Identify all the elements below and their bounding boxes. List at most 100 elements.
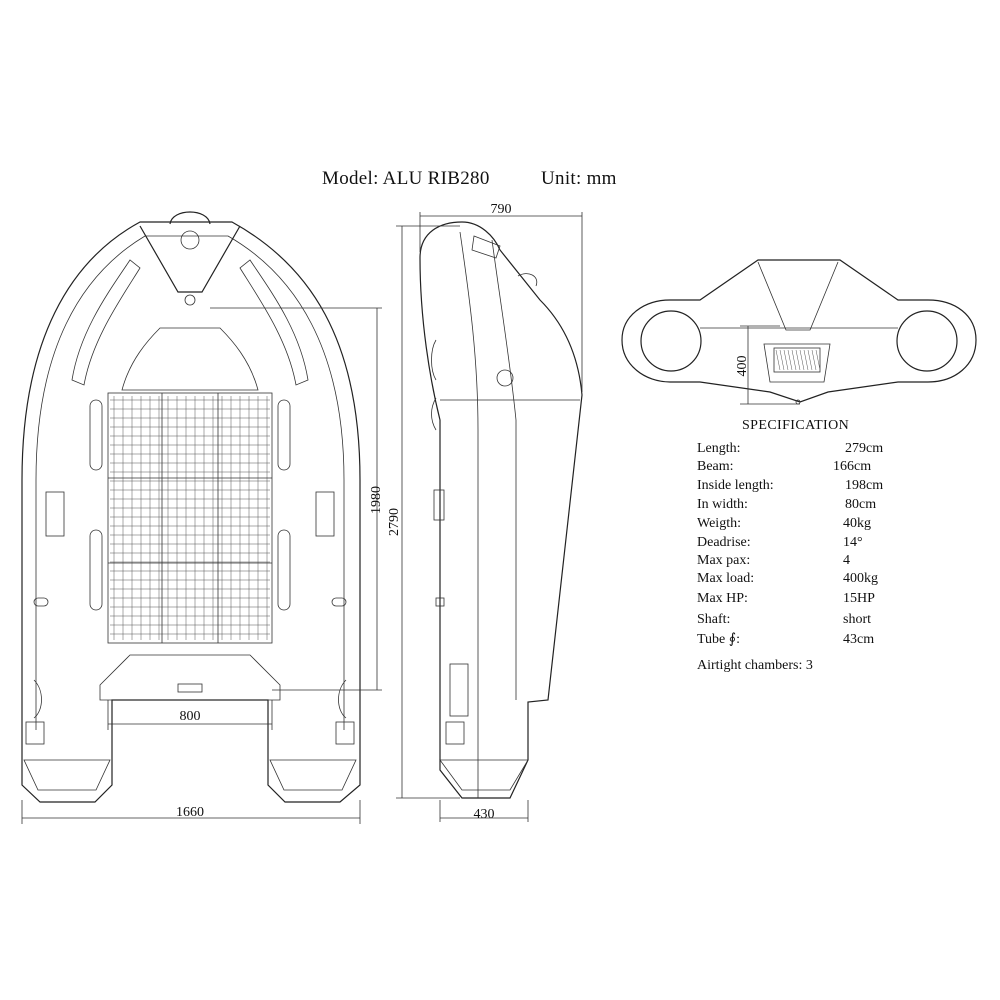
spec-row: Inside length: 198cm [697,477,927,495]
grille-hatch-line [811,349,817,371]
fitting-right [331,597,347,607]
spec-label: Inside length: [697,478,774,493]
grille-hatch-line [807,349,813,371]
front-view-outline [621,259,977,403]
front-view-bow-plate [757,261,839,331]
stern-cone-right [269,759,357,791]
bow-eye [184,294,196,306]
grille-hatch-line [791,349,797,371]
floor-grid [110,396,270,640]
side-view-fitting [435,597,445,607]
spec-label: Max pax: [697,553,751,568]
logo-mark-stern-right [335,721,355,745]
spec-value: 40kg [843,516,871,531]
spec-label: Tube ∮: [697,632,740,647]
front-view: 400 [621,259,977,405]
grille-hatch-line [787,349,793,371]
grille-hatch-line [803,349,809,371]
spec-row: Weigth:40kg [697,515,927,533]
grip-rail-right-front [239,259,309,386]
side-handle-right-1 [277,399,291,471]
grille-hatch-line [775,349,781,371]
dim-1980-label: 1980 [369,486,384,514]
front-view-tube-right [896,310,958,372]
side-view-oarlock [433,489,445,521]
spec-value: 80cm [845,497,877,512]
spec-row: Max pax: 4 [697,552,927,570]
side-view-bow-fitting [471,235,501,259]
fitting-left [33,597,49,607]
side-view-tube-line [459,231,479,798]
drain-plug [177,683,203,693]
front-view-grille [773,347,821,373]
dim-790-label: 790 [491,202,512,217]
dim-1660-label: 1660 [176,805,204,820]
oarlock-left [45,491,65,537]
spec-label: Length: [697,441,741,456]
spec-value: 14° [843,535,863,550]
spec-label: Deadrise: [697,535,751,550]
grille-hatch-line [795,349,801,371]
spec-value: 400kg [843,571,878,586]
side-view-stern-handle [449,663,469,717]
spec-value: 166cm [833,459,872,474]
spec-row: Deadrise: 14° [697,534,927,552]
spec-row: Beam: 166cm [697,458,927,476]
bow-floor [121,327,259,391]
spec-label: Max HP: [697,591,748,606]
spec-row: Tube ∮: 43cm [697,631,927,649]
dim-800-label: 800 [180,709,201,724]
spec-label: Airtight chambers: 3 [697,658,813,673]
spec-row: Airtight chambers: 3 [697,657,927,675]
side-view-valve [496,369,514,387]
grip-rail-left-front [71,259,141,386]
dim-400-label: 400 [735,356,750,377]
side-view-eye [517,273,538,287]
model-label: Model: ALU RIB280 [322,168,490,189]
dim-430-label: 430 [474,807,495,822]
side-handle-left-2 [89,529,103,611]
side-view-outline [419,221,583,799]
front-view-keel [763,343,831,383]
spec-row: In width:80cm [697,496,927,514]
top-view-inner-outline [35,235,345,730]
grille-hatch-line [779,349,785,371]
side-view-handle-1 [431,339,437,381]
dim-2790-label: 2790 [387,508,402,536]
side-view: 790 2790 430 [387,202,583,822]
spec-title: SPECIFICATION [742,418,850,433]
front-view-grille-hatch [775,349,821,371]
spec-row: Max HP:15HP [697,590,927,608]
side-view-tube-line-2 [491,239,517,700]
spec-label: Beam: [697,459,734,474]
side-view-handle-2 [431,397,437,431]
grille-hatch-line [815,349,821,371]
spec-value: 279cm [845,441,884,456]
top-view-hull-outline [21,221,361,803]
stern-handle-right [338,679,347,719]
logo-mark-stern-left [25,721,45,745]
bow-handle [169,211,211,225]
oarlock-right [315,491,335,537]
side-handle-left-1 [89,399,103,471]
spec-label: Max load: [697,571,755,586]
bow-plate [139,225,241,293]
logo-mark-bow [180,230,200,250]
side-view-logo-mark [445,721,465,745]
spec-value: 43cm [843,632,875,647]
spec-value: 198cm [845,478,884,493]
grille-hatch-line [799,349,805,371]
stern-cone-left [23,759,111,791]
top-view: 1980 800 1660 [21,211,384,824]
grille-hatch-line [783,349,789,371]
front-view-tube-left [640,310,702,372]
unit-label: Unit: mm [541,168,617,189]
side-handle-right-2 [277,529,291,611]
spec-row: Shaft: short [697,611,927,629]
spec-row: Max load: 400kg [697,570,927,588]
floor-panel [107,392,273,644]
spec-value: short [843,612,871,627]
spec-value: 4 [843,553,850,568]
spec-label: Shaft: [697,612,731,627]
